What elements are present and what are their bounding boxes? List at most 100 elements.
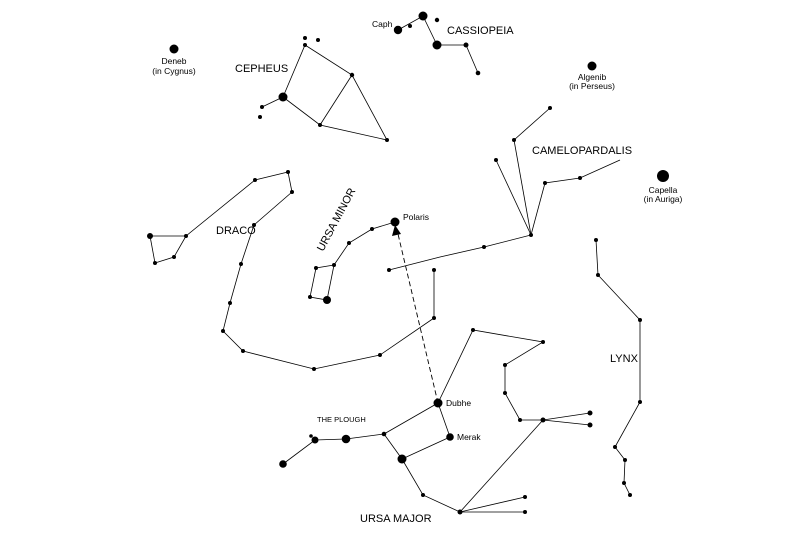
ursa-major-leg3-line [459,419,544,513]
pointer-arrowhead [392,225,401,236]
label-deneb: Deneb [161,56,186,66]
star [290,190,294,194]
star [432,40,442,50]
label-polaris: Polaris [403,212,429,222]
star [370,227,374,231]
star [503,363,507,367]
labels: CASSIOPEIA CEPHEUS CAMELOPARDALIS DRACO … [152,19,682,525]
ursa-major-leg-line [401,458,526,513]
star [587,410,593,416]
star [308,295,312,299]
star [482,245,486,249]
star [241,349,245,353]
label-ursa-minor: URSA MINOR [315,186,358,253]
star [387,268,391,272]
label-algenib-note: (in Perseus) [569,81,615,91]
label-capella-note: (in Auriga) [644,194,683,204]
label-algenib: Algenib [578,72,607,82]
star [421,493,425,497]
star [378,353,382,357]
star [316,38,320,42]
star [303,43,307,47]
cepheus-lines [282,44,388,141]
label-cepheus: CEPHEUS [235,63,288,75]
star [548,106,552,110]
star [596,273,600,277]
star [303,36,307,40]
star [318,123,322,127]
star [432,268,436,272]
star [311,436,319,444]
star [541,340,545,344]
star [613,445,617,449]
plough-handle-line [282,433,385,465]
label-dubhe: Dubhe [446,398,471,408]
label-deneb-note: (in Cygnus) [152,66,196,76]
star [587,422,593,428]
label-the-plough: THE PLOUGH [317,415,366,424]
star [475,70,481,76]
star [332,263,336,267]
camelopardalis-east-line [530,159,621,236]
cepheus-inner-line [319,74,353,126]
label-merak: Merak [457,432,481,442]
star [341,434,351,444]
star [349,72,355,78]
polaris-pointer [392,225,439,404]
star-deneb [169,44,179,54]
star [408,24,412,28]
star-dubhe [433,398,443,408]
ursa-major-front-line [437,329,591,421]
star [228,301,232,305]
star [622,481,626,485]
star [523,495,527,499]
star [312,367,316,371]
star [463,42,469,48]
pointer-line [397,233,439,404]
star [381,431,387,437]
star [529,233,533,237]
camelopardalis-main-line [388,107,551,271]
star [594,238,598,242]
star [512,138,516,142]
star [628,493,632,497]
star [578,176,582,180]
star [432,316,436,320]
ursa-major-hind-line [542,419,591,426]
star [347,241,351,245]
star [385,138,389,142]
star [260,105,264,109]
label-lynx: LYNX [610,353,639,365]
star [153,261,157,265]
draco-body-line [149,171,435,370]
star [494,158,498,162]
label-cassiopeia: CASSIOPEIA [447,25,514,37]
star [286,170,290,174]
star-capella [657,170,669,182]
star [471,328,475,332]
star-caph [393,25,403,35]
star-algenib [587,61,597,71]
constellation-lines [149,15,641,513]
star [418,11,428,21]
star [258,115,262,119]
star [253,178,257,182]
label-capella: Capella [649,185,678,195]
star-polaris [390,217,400,227]
star [278,92,288,102]
star [457,509,463,515]
camelopardalis-branch-line [495,159,532,236]
star [543,181,547,185]
star [314,266,318,270]
star [397,454,407,464]
star [638,318,642,322]
label-caph: Caph [372,19,393,29]
star [252,223,256,227]
star [221,329,225,333]
label-ursa-major: URSA MAJOR [360,513,432,525]
star [323,296,331,304]
ursa-minor-line [309,221,396,301]
label-camelopardalis: CAMELOPARDALIS [532,145,632,157]
star [623,458,627,462]
